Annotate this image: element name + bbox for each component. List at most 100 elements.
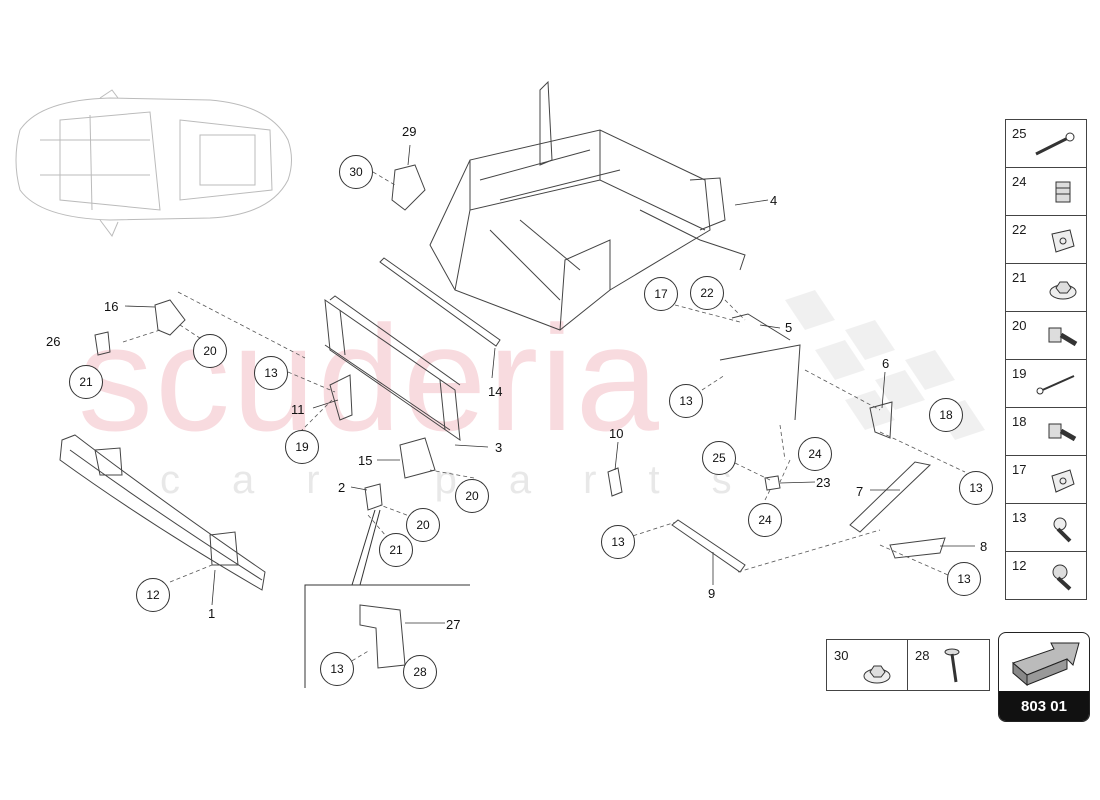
legend-item-24: 24 <box>1006 168 1086 216</box>
callout-11: 11 <box>291 402 305 417</box>
callout-10: 10 <box>609 426 624 441</box>
callout-15: 15 <box>358 453 373 468</box>
circled-callout-28: 28 <box>403 655 437 689</box>
callout-29: 29 <box>402 124 417 139</box>
flange-nut-icon <box>1049 281 1077 300</box>
screw-icon <box>944 648 960 683</box>
circled-callout-20: 20 <box>193 334 227 368</box>
bracket-6-icon <box>869 401 893 439</box>
circled-callout-17: 17 <box>644 277 678 311</box>
legend-item-21: 21 <box>1006 264 1086 312</box>
strut-7-icon <box>849 461 932 533</box>
legend-number: 28 <box>915 648 930 663</box>
strut-9-icon <box>671 519 746 573</box>
legend-item-19: 19 <box>1006 360 1086 408</box>
legend-number: 30 <box>834 648 849 663</box>
circled-callout-22: 22 <box>690 276 724 310</box>
legend-number: 18 <box>1012 414 1027 429</box>
callout-14: 14 <box>488 384 503 399</box>
legend-number: 21 <box>1012 270 1027 285</box>
callout-1: 1 <box>208 606 216 621</box>
circled-callout-19: 19 <box>285 430 319 464</box>
legend-number: 22 <box>1012 222 1027 237</box>
torx-bolt-icon <box>1053 517 1072 543</box>
page-reference-box: 803 01 <box>998 632 1090 722</box>
circled-callout-12: 12 <box>136 578 170 612</box>
hex-bolt-icon <box>1048 423 1077 442</box>
legend-number: 13 <box>1012 510 1027 525</box>
long-beam-icon <box>379 257 501 347</box>
legend-number: 25 <box>1012 126 1027 141</box>
long-bolt-icon <box>1035 132 1075 156</box>
bracket-2-icon <box>364 483 383 511</box>
callout-7: 7 <box>856 484 864 499</box>
bumper-beam-icon <box>59 434 266 591</box>
flange-bolt-icon <box>1048 327 1078 347</box>
circled-callout-24: 24 <box>748 503 782 537</box>
rivet-icon <box>1036 375 1075 395</box>
callout-9: 9 <box>708 586 716 601</box>
legend-number: 12 <box>1012 558 1027 573</box>
legend-item-28: 28 <box>907 640 988 690</box>
callout-26: 26 <box>46 334 61 349</box>
legend-item-12: 12 <box>1006 552 1086 599</box>
legend-number: 20 <box>1012 318 1027 333</box>
bracket-26-icon <box>94 331 111 356</box>
clip-nut-icon <box>1051 229 1075 253</box>
callout-5: 5 <box>785 320 793 335</box>
circled-callout-13: 13 <box>601 525 635 559</box>
callout-2: 2 <box>338 480 346 495</box>
fastener-legend: 25 24 22 21 20 19 18 17 <box>1005 119 1087 600</box>
cross-strut-5-icon <box>719 313 801 421</box>
radiator-frame-icon <box>324 295 461 442</box>
circled-callout-13: 13 <box>254 356 288 390</box>
circled-callout-13: 13 <box>959 471 993 505</box>
legend-number: 17 <box>1012 462 1027 477</box>
legend-number: 24 <box>1012 174 1027 189</box>
circled-callout-20: 20 <box>455 479 489 513</box>
bracket-16-icon <box>154 299 186 336</box>
bracket-29-icon <box>391 164 426 211</box>
circled-callout-13: 13 <box>947 562 981 596</box>
legend-item-20: 20 <box>1006 312 1086 360</box>
threaded-insert-icon <box>1055 181 1071 203</box>
circled-callout-13: 13 <box>669 384 703 418</box>
speed-nut-icon <box>1051 469 1075 493</box>
flange-nut-icon <box>863 665 891 684</box>
page-arrow-icon <box>1012 642 1080 687</box>
legend-number: 19 <box>1012 366 1027 381</box>
legend-item-17: 17 <box>1006 456 1086 504</box>
bracket-8-icon <box>889 537 946 559</box>
collar-bolt-icon <box>1052 564 1072 591</box>
callout-4: 4 <box>770 193 778 208</box>
clip-23-icon <box>764 475 781 491</box>
circled-callout-25: 25 <box>702 441 736 475</box>
bracket-10-icon <box>607 467 623 497</box>
page-code: 803 01 <box>999 691 1089 721</box>
callout-3: 3 <box>495 440 503 455</box>
car-top-view-icon <box>15 89 292 237</box>
bracket-11-icon <box>329 374 353 421</box>
callout-27: 27 <box>446 617 461 632</box>
circled-callout-30: 30 <box>339 155 373 189</box>
bracket-15-icon <box>399 437 436 479</box>
circled-callout-18: 18 <box>929 398 963 432</box>
circled-callout-21: 21 <box>379 533 413 567</box>
circled-callout-24: 24 <box>798 437 832 471</box>
front-frame-assembly-icon <box>429 80 746 331</box>
callout-23: 23 <box>816 475 831 490</box>
callout-16: 16 <box>104 299 119 314</box>
legend-item-13: 13 <box>1006 504 1086 552</box>
legend-item-22: 22 <box>1006 216 1086 264</box>
circled-callout-20: 20 <box>406 508 440 542</box>
legend-item-25: 25 <box>1006 120 1086 168</box>
callout-8: 8 <box>980 539 988 554</box>
fastener-legend-bottom: 30 28 <box>826 639 990 691</box>
circled-callout-13: 13 <box>320 652 354 686</box>
legend-item-18: 18 <box>1006 408 1086 456</box>
callout-6: 6 <box>882 356 890 371</box>
legend-item-30: 30 <box>827 640 907 690</box>
bracket-27-icon <box>359 604 406 669</box>
circled-callout-21: 21 <box>69 365 103 399</box>
